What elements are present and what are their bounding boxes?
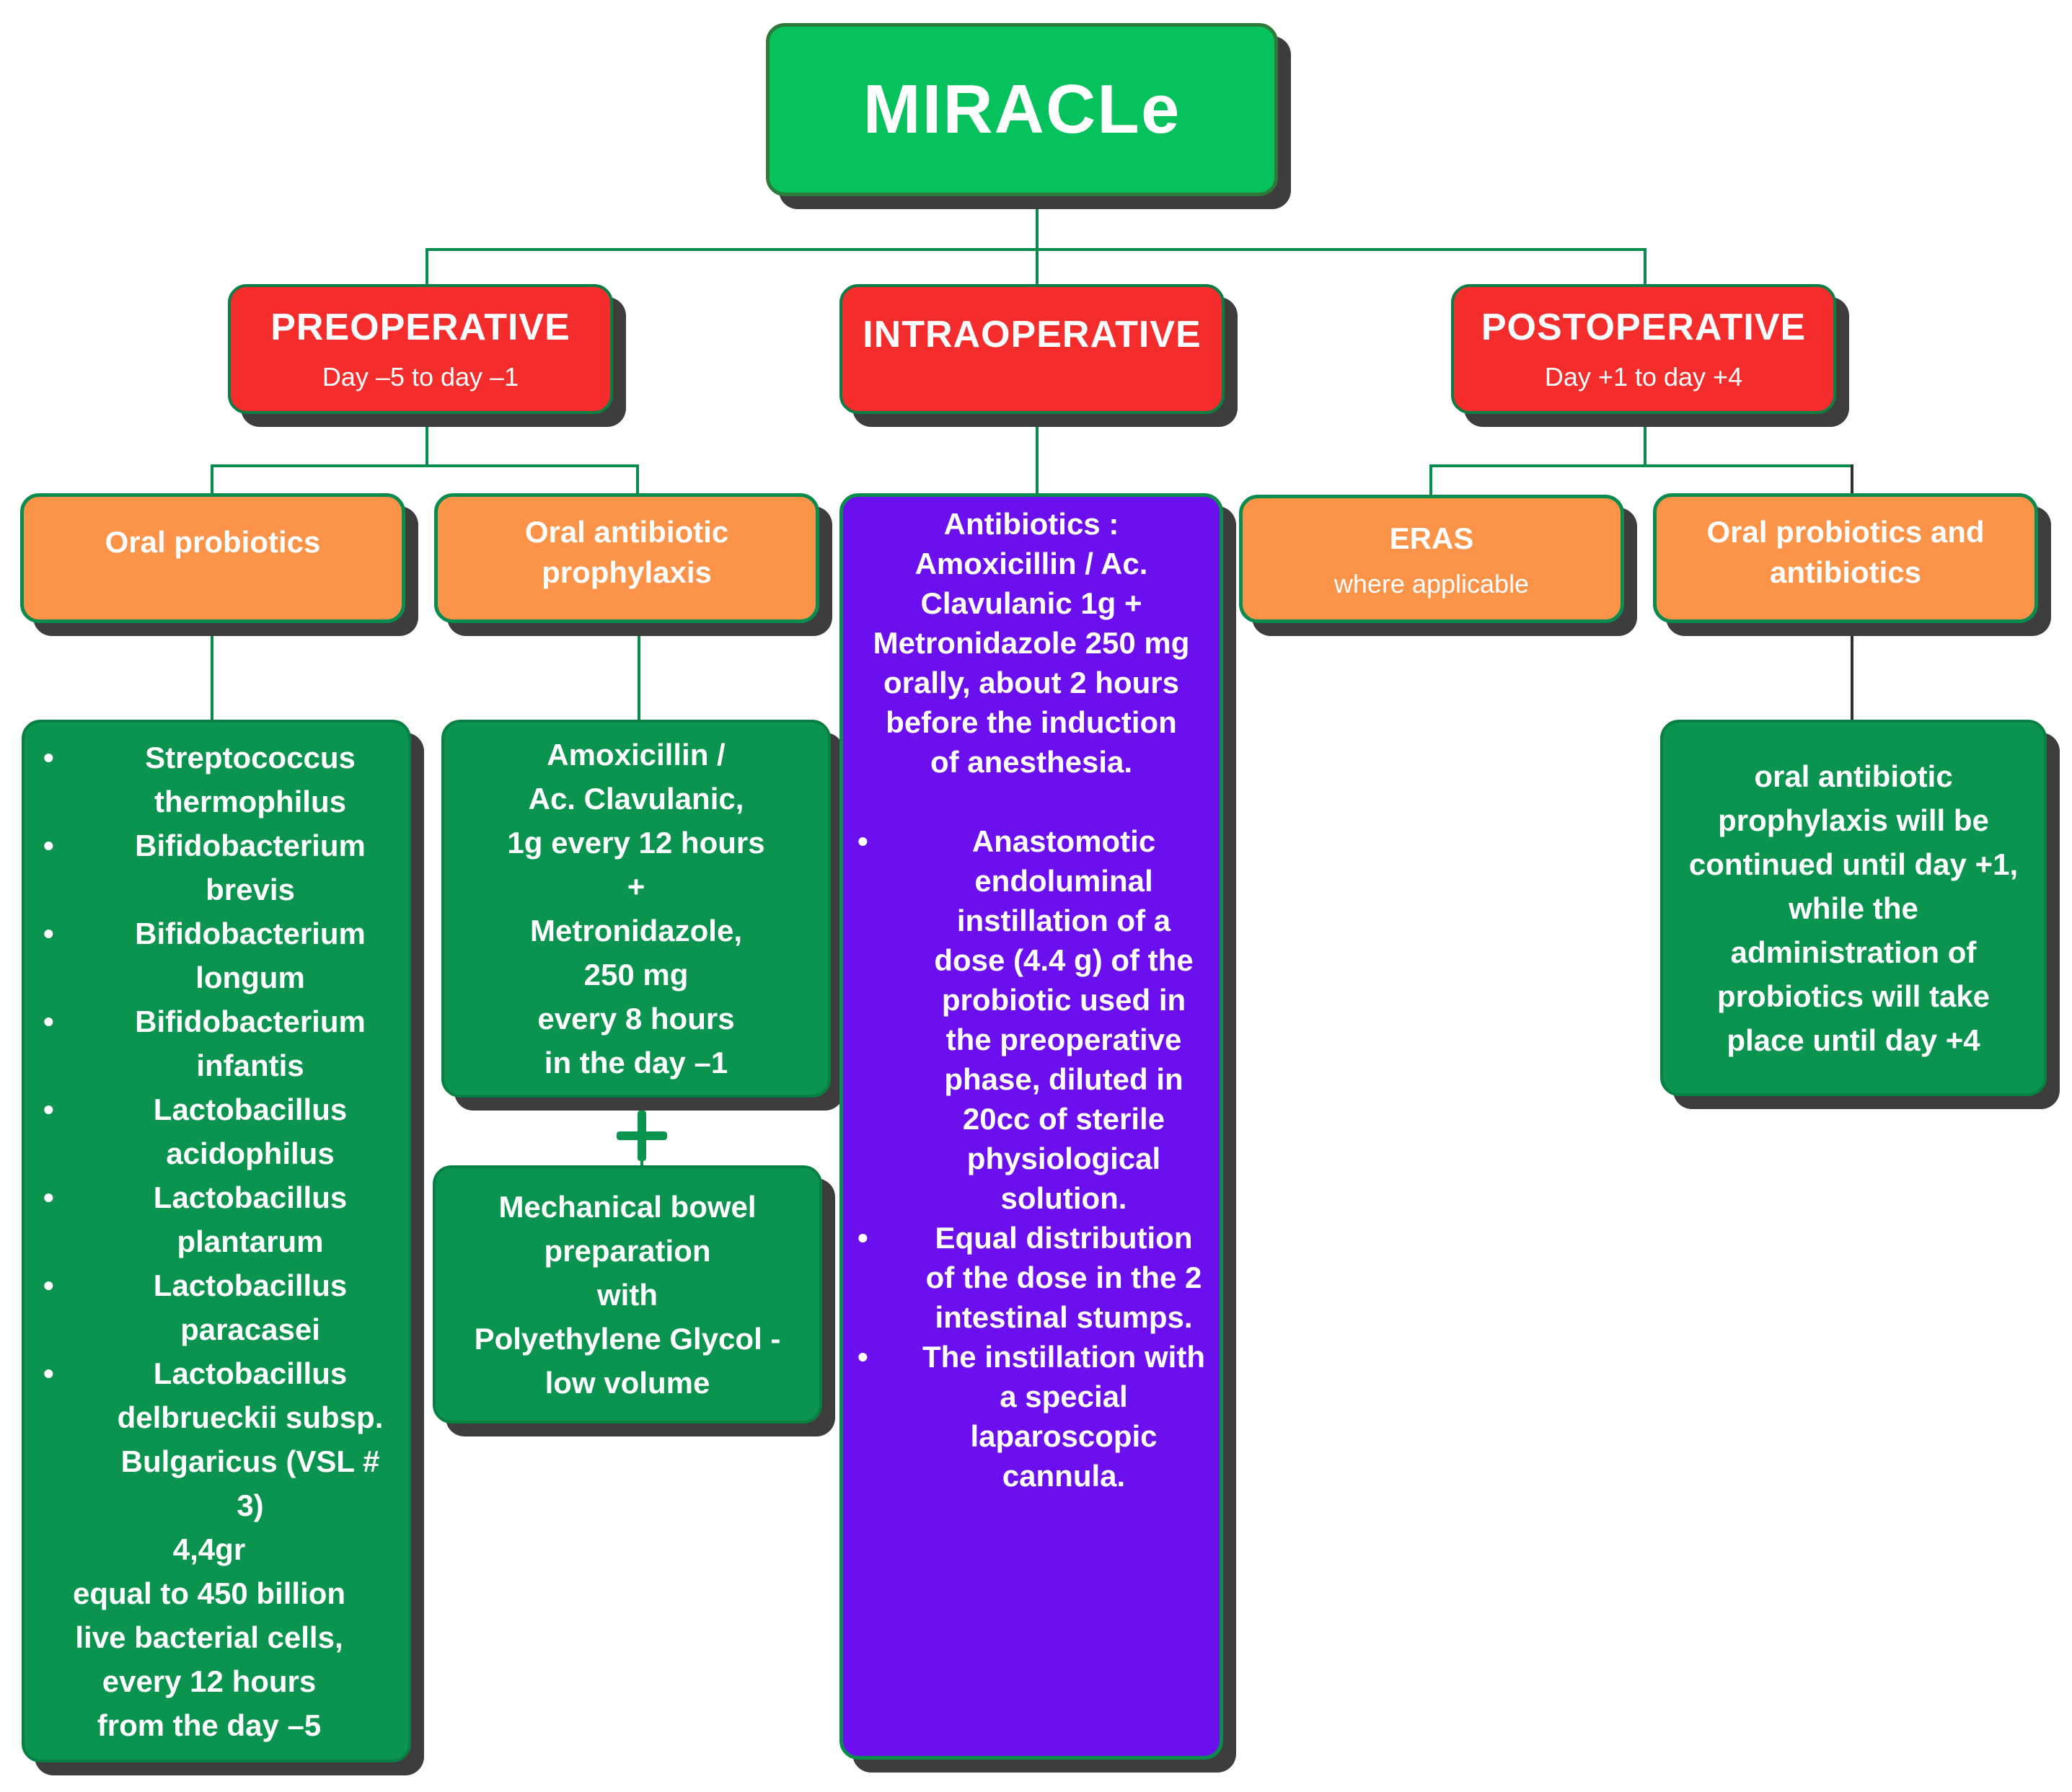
category-oral-probiotics-label: Oral probiotics [105,525,321,559]
category-eras-note: where applicable [1333,569,1530,599]
connector-post-left [1429,464,1432,498]
connector-probiotics-detail [211,636,213,720]
phase-postoperative-days: Day +1 to day +4 [1544,362,1743,392]
connector-pre-bar [211,464,639,467]
postoperative-detail: oral antibiotic prophylaxis will be cont… [1660,720,2047,1096]
connector-post-bar [1429,464,1853,467]
probiotic-strain: Lactobacillus plantarum [43,1175,397,1263]
probiotic-strain: Bifidobacterium longum [43,912,397,999]
connector-antibiotic-detail [638,636,640,720]
probiotic-strain: Lactobacillus paracasei [43,1263,397,1351]
antibiotic-prophylaxis-detail: Amoxicillin / Ac. Clavulanic, 1g every 1… [441,720,831,1098]
phase-intraoperative: INTRAOPERATIVE [839,284,1225,414]
connector-postop-detail [1851,636,1853,720]
probiotics-detail: Streptococcus thermophilus Bifidobacteri… [22,720,411,1762]
connector-pre-right [636,464,639,496]
connector-intra-down [1036,421,1039,495]
connector-intra-up [1036,248,1039,287]
phase-preoperative: PREOPERATIVE Day –5 to day –1 [228,284,613,414]
probiotic-strain: Lactobacillus delbrueckii subsp. Bulgari… [43,1351,397,1527]
intraoperative-antibiotics: Antibiotics : Amoxicillin / Ac. Clavulan… [873,507,1190,779]
category-oral-probiotics: Oral probiotics [20,493,405,623]
title-box: MIRACLe [766,23,1278,196]
phase-postoperative: POSTOPERATIVE Day +1 to day +4 [1451,284,1836,414]
probiotic-strain: Bifidobacterium infantis [43,999,397,1087]
probiotic-strain: Bifidobacterium brevis [43,824,397,912]
probiotic-strain: Lactobacillus acidophilus [43,1087,397,1175]
intraoperative-step: Equal distribution of the dose in the 2 … [858,1218,1205,1337]
intraoperative-step: The instillation with a special laparosc… [858,1337,1205,1496]
intraoperative-step-list: Anastomotic endoluminal instillation of … [858,821,1205,1496]
diagram-title: MIRACLe [863,71,1181,148]
phase-preoperative-label: PREOPERATIVE [270,306,570,348]
category-oral-antibiotic-prophylaxis: Oral antibiotic prophylaxis [434,493,819,623]
phase-preoperative-days: Day –5 to day –1 [322,362,519,392]
connector-post-down [1644,421,1646,466]
connector-pre-up [426,248,428,287]
connector-post-up [1644,248,1646,287]
probiotic-strain: Streptococcus thermophilus [43,736,397,824]
probiotic-dose: 4,4gr equal to 450 billion live bacteria… [72,1532,346,1742]
connector-pre-left [211,464,213,496]
category-oral-probiotics-antibiotics: Oral probiotics and antibiotics [1653,493,2038,623]
category-eras-label: ERAS [1389,521,1474,555]
phase-intraoperative-label: INTRAOPERATIVE [863,314,1202,356]
category-oral-antibiotic-prophylaxis-label: Oral antibiotic prophylaxis [524,515,729,589]
connector-pre-down [426,421,428,466]
intraoperative-detail: Antibiotics : Amoxicillin / Ac. Clavulan… [839,493,1223,1760]
probiotic-strain-list: Streptococcus thermophilus Bifidobacteri… [43,736,397,1527]
connector-post-right [1851,464,1853,498]
category-oral-probiotics-antibiotics-label: Oral probiotics and antibiotics [1706,515,1985,589]
phase-postoperative-label: POSTOPERATIVE [1481,306,1807,348]
connector-title-down [1036,202,1039,250]
category-eras: ERAS where applicable [1239,495,1624,623]
bowel-preparation-detail: Mechanical bowel preparation with Polyet… [433,1165,822,1424]
plus-icon [617,1111,667,1161]
postoperative-note: oral antibiotic prophylaxis will be cont… [1688,759,2019,1057]
intraoperative-step: Anastomotic endoluminal instillation of … [858,821,1205,1218]
